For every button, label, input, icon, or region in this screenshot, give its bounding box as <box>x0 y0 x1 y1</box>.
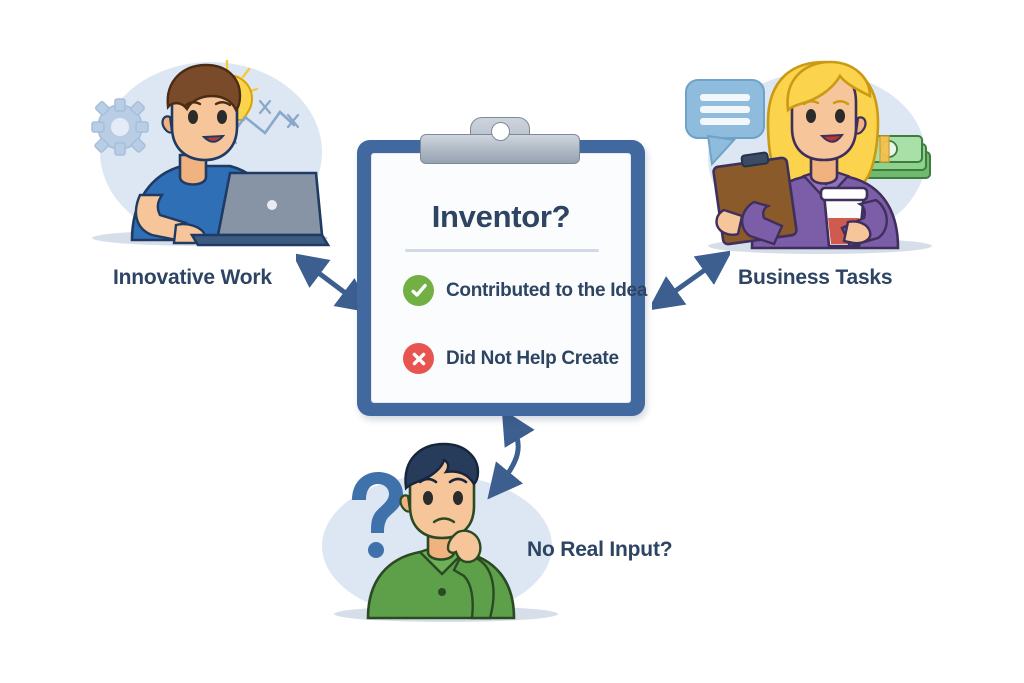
mouth <box>201 134 226 143</box>
clipboard-hang-hole <box>491 122 510 141</box>
eye-right <box>217 110 227 124</box>
laptop-icon <box>189 171 331 247</box>
ear <box>854 116 867 135</box>
arrow-clipboard-to-business-tasks <box>652 250 730 311</box>
hair-front <box>786 60 872 113</box>
label-business-tasks: Business Tasks <box>738 266 893 289</box>
hand-right <box>842 220 872 245</box>
clipboard-panel: Inventor? Contributed to the Idea Did No… <box>357 140 647 416</box>
eye-left <box>423 491 433 505</box>
mouth <box>819 133 844 143</box>
clipboard-title: Inventor? <box>431 199 571 234</box>
eye-left <box>188 110 198 124</box>
arm-left <box>741 200 784 246</box>
arrow-clipboard-to-innovative-work <box>296 253 368 313</box>
eyebrow-left <box>184 101 202 107</box>
woman-with-clipboard-illustration <box>685 60 932 254</box>
x-circle-icon <box>403 343 434 374</box>
hand-left <box>715 208 744 236</box>
arrow-clipboard-to-no-real-input <box>487 414 535 500</box>
clipboard-divider <box>405 249 599 252</box>
neck <box>178 153 208 186</box>
gear-icon <box>91 98 149 156</box>
eyebrow-right <box>214 101 232 107</box>
speech-bubble-icon <box>685 79 765 167</box>
clipboard-paper: Inventor? Contributed to the Idea Did No… <box>371 153 647 403</box>
ear <box>399 494 412 513</box>
eyebrow-right <box>448 477 468 484</box>
checklist-item-contributed[interactable]: Contributed to the Idea <box>403 275 647 306</box>
eyebrow-left <box>802 100 820 106</box>
mouth <box>432 517 456 524</box>
eye-right <box>835 109 845 123</box>
eye-right <box>453 491 463 505</box>
question-mark-icon <box>352 472 403 558</box>
neck <box>809 152 839 185</box>
hand-on-chin <box>446 529 482 564</box>
checklist-item-label: Did Not Help Create <box>446 347 619 369</box>
checklist-item-did-not-help[interactable]: Did Not Help Create <box>403 343 619 374</box>
hair <box>166 63 242 113</box>
eyebrow-left <box>418 477 438 484</box>
ear <box>161 115 174 134</box>
arm-right <box>452 552 495 620</box>
eyebrow-right <box>832 100 850 106</box>
shirt-button <box>438 588 446 596</box>
checklist-item-label: Contributed to the Idea <box>446 279 648 301</box>
thinking-man-illustration <box>334 442 558 622</box>
man-at-laptop-illustration <box>91 59 331 247</box>
eye-left <box>806 109 816 123</box>
label-no-real-input: No Real Input? <box>527 538 673 561</box>
label-innovative-work: Innovative Work <box>113 266 272 289</box>
check-circle-icon <box>403 275 434 306</box>
